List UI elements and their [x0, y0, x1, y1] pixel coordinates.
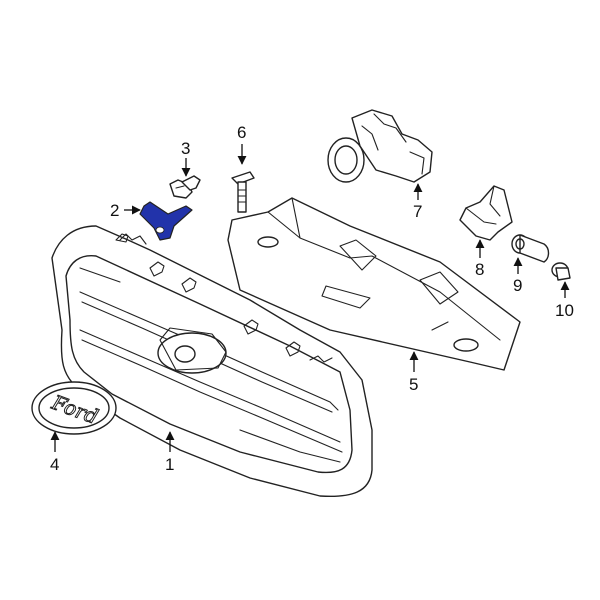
callout-4: 4: [50, 455, 59, 474]
callout-10: 10: [555, 301, 574, 320]
callout-5: 5: [409, 375, 418, 394]
callout-1: 1: [165, 455, 174, 474]
callout-6: 6: [237, 123, 246, 142]
bracket-part-highlighted[interactable]: [139, 201, 193, 241]
ford-emblem-part[interactable]: Ford: [31, 381, 117, 435]
clip-part[interactable]: [459, 185, 513, 241]
grille-part[interactable]: [51, 225, 373, 498]
bolt-part[interactable]: [169, 175, 201, 199]
callout-8: 8: [475, 260, 484, 279]
callout-2: 2: [110, 201, 119, 220]
grommet-part[interactable]: [511, 234, 550, 263]
stud-part[interactable]: [231, 171, 255, 213]
shield-part[interactable]: [227, 197, 521, 371]
callout-3: 3: [181, 139, 190, 158]
callout-arrows: [50, 144, 570, 452]
callout-9: 9: [513, 276, 522, 295]
callout-7: 7: [413, 202, 422, 221]
sensor-part[interactable]: [327, 109, 433, 183]
pushpin-part[interactable]: [551, 262, 571, 281]
